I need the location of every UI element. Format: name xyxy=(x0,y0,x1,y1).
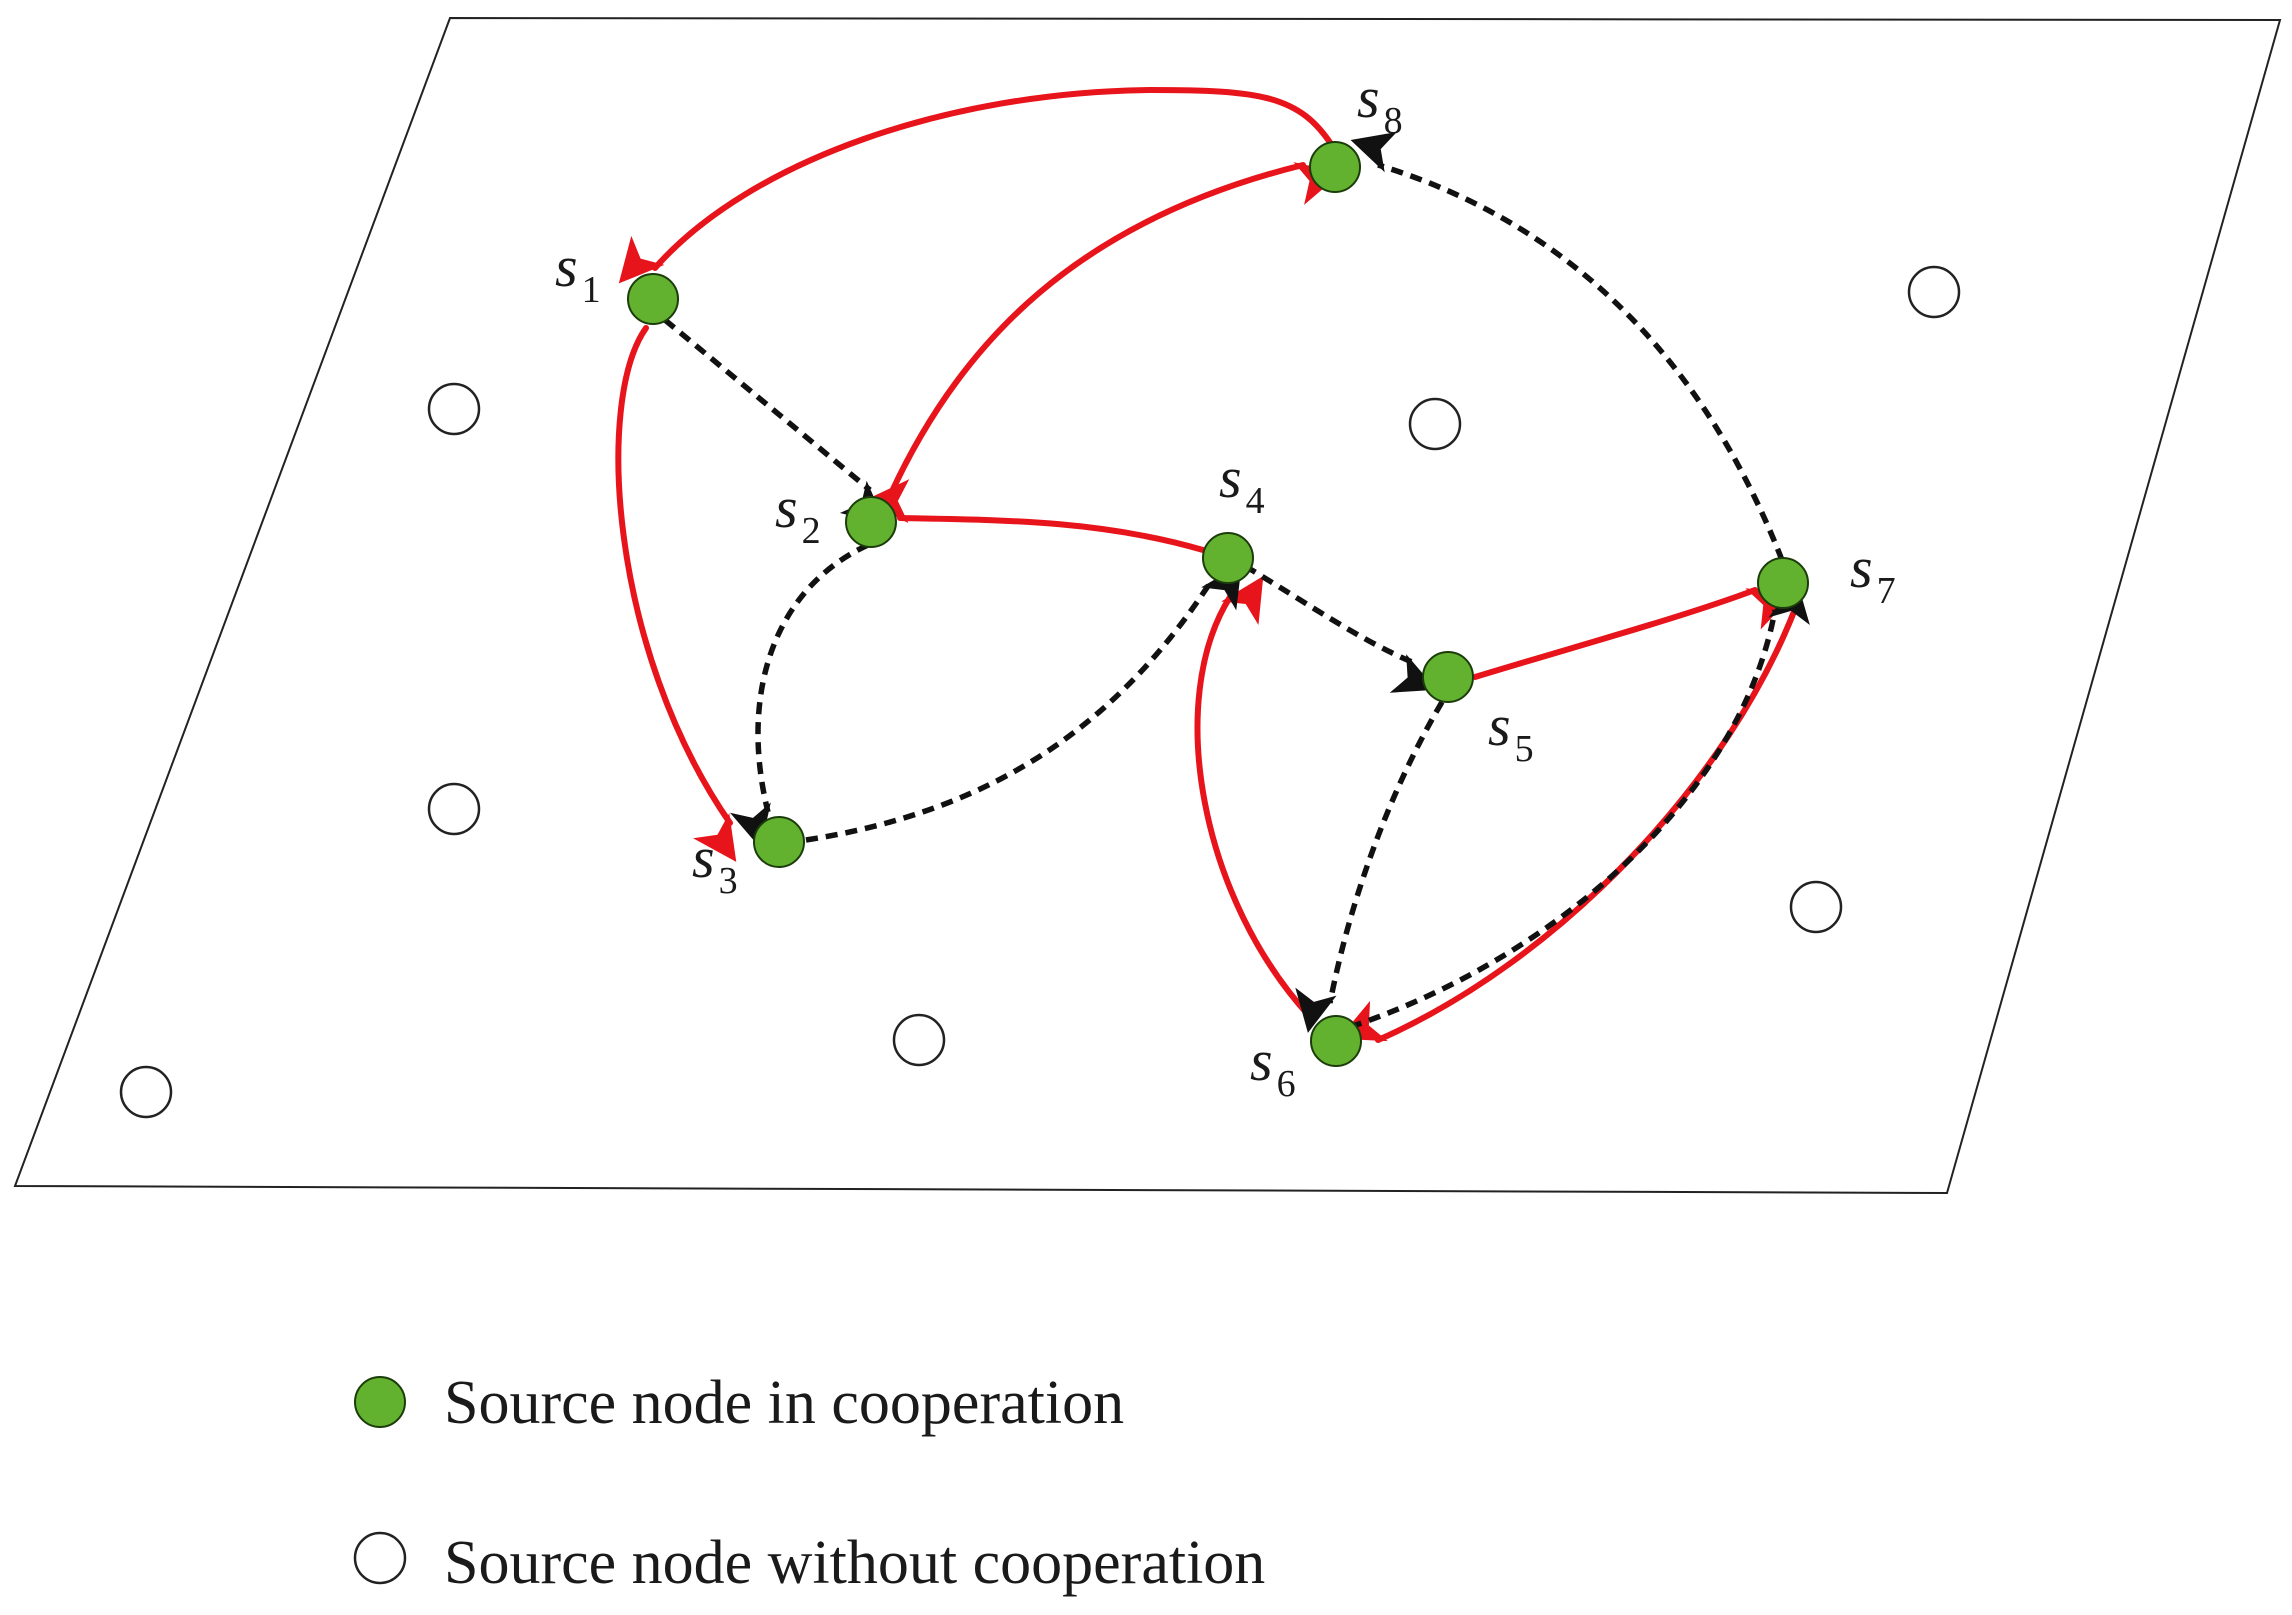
node-s1 xyxy=(627,273,679,325)
idle-node xyxy=(427,782,481,836)
edge-s4-s2 xyxy=(864,479,1206,553)
legend: Source node in cooperation Source node w… xyxy=(353,1369,1265,1597)
edge-s1-s3 xyxy=(615,325,737,862)
legend-non-cooperating-label: Source node without cooperation xyxy=(444,1529,1265,1597)
edge-s7-s8 xyxy=(1350,132,1785,562)
network-plane xyxy=(13,16,2282,1195)
edge-s2-s8 xyxy=(885,162,1342,503)
node-s8 xyxy=(1309,141,1361,193)
idle-node xyxy=(892,1013,946,1067)
idle-nodes xyxy=(119,265,1961,1119)
idle-node xyxy=(427,382,481,436)
edge-s2-s3 xyxy=(730,542,870,849)
edge-s1-s2 xyxy=(663,317,886,524)
idle-node xyxy=(1907,265,1961,319)
node-s4 xyxy=(1202,532,1254,584)
idle-node xyxy=(1408,397,1462,451)
node-s7 xyxy=(1757,557,1809,609)
edge-s5-s6 xyxy=(1295,700,1445,1033)
idle-node xyxy=(1789,880,1843,934)
node-s3 xyxy=(753,816,805,868)
edge-s8-s1 xyxy=(618,86,1336,284)
legend-cooperating-label: Source node in cooperation xyxy=(444,1369,1124,1437)
dashed-edges xyxy=(663,132,1810,1033)
cooperating-nodes xyxy=(627,141,1809,1067)
legend-cooperating-swatch xyxy=(354,1376,406,1428)
edge-s3-s4 xyxy=(805,563,1242,843)
idle-node xyxy=(119,1065,173,1119)
edge-s5-s7 xyxy=(1472,587,1795,680)
edge-s6-s4 xyxy=(1194,576,1316,1023)
edge-s4-s5 xyxy=(1243,563,1437,693)
node-s6 xyxy=(1310,1015,1362,1067)
node-s2 xyxy=(845,496,897,548)
node-s5 xyxy=(1422,651,1474,703)
legend-non-cooperating-swatch xyxy=(353,1531,407,1585)
edge-s6-s7 xyxy=(1349,579,1810,1030)
